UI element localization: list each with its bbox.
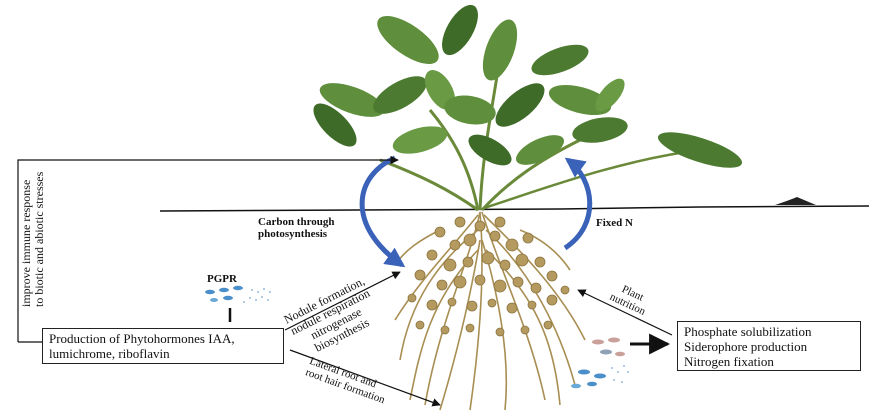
function-line-2: Siderophore production [684,339,854,354]
fixed-n-label: Fixed N [596,217,633,229]
soil-line [160,206,869,211]
root-system-icon [395,212,585,410]
bacteria-icon [571,338,629,389]
carbon-flow-arrow [362,158,402,265]
pgpr-label: PGPR [207,273,237,285]
phytohormone-box: Production of Phytohormones IAA, lumichr… [42,328,284,364]
carbon-line-1: Carbon through [258,216,335,228]
carbon-line-2: photosynthesis [258,228,335,240]
bacteria-icon [205,286,271,303]
phytohormone-line-2: lumichrome, riboflavin [49,346,277,361]
function-line-3: Nitrogen fixation [684,354,854,369]
soil-mound [775,197,816,205]
immune-line-2: to biotic and abiotic stresses [33,172,46,307]
nitrogen-flow-arrow [565,160,590,248]
phytohormone-line-1: Production of Phytohormones IAA, [49,331,277,346]
pgpr-functions-box: Phosphate solubilization Siderophore pro… [677,321,861,371]
immune-response-label: improve immune response to biotic and ab… [20,172,46,307]
carbon-label: Carbon through photosynthesis [258,216,335,240]
function-line-1: Phosphate solubilization [684,324,854,339]
